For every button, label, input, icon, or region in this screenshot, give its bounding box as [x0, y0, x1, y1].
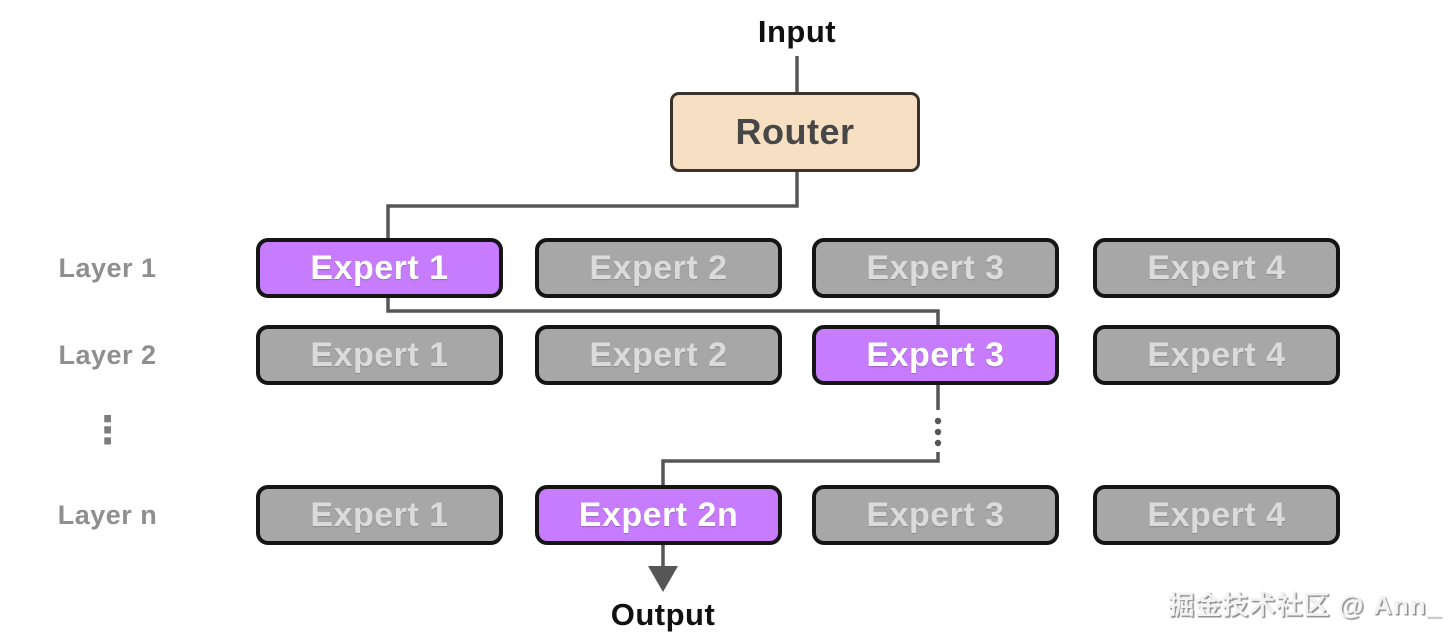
expert-label: Expert 4 — [1147, 335, 1286, 374]
layer2-expert1-box: Expert 1 — [256, 325, 503, 385]
expert-label: Expert 4 — [1147, 248, 1286, 287]
expert-label: Expert 1 — [310, 495, 449, 534]
expert-label: Expert 2 — [589, 248, 728, 287]
output-arrowhead — [648, 566, 678, 592]
output-label: Output — [610, 597, 716, 632]
layer1-expert2-box: Expert 2 — [535, 238, 782, 298]
expert-label: Expert 2n — [578, 495, 739, 534]
expert-label: Expert 3 — [866, 248, 1005, 287]
expert-label: Expert 1 — [310, 335, 449, 374]
wire-to-layern-expert2n — [661, 452, 940, 485]
layern-expert4-box: Expert 4 — [1093, 485, 1340, 545]
layer2-expert3-box: Expert 3 — [812, 325, 1059, 385]
layer1-expert1-box: Expert 1 — [256, 238, 503, 298]
layer1-expert4-box: Expert 4 — [1093, 238, 1340, 298]
expert-label: Expert 4 — [1147, 495, 1286, 534]
wire-layer1-expert1-to-layer2-expert3 — [386, 298, 940, 325]
expert-label: Expert 1 — [310, 248, 449, 287]
layer-2-label: Layer 2 — [58, 339, 157, 370]
layer2-expert2-box: Expert 2 — [535, 325, 782, 385]
expert-label: Expert 3 — [866, 335, 1005, 374]
wire-dot — [934, 417, 942, 425]
wire-router-to-layer1-expert1 — [386, 172, 799, 238]
expert-label: Expert 2 — [589, 335, 728, 374]
layer-n-label: Layer n — [57, 499, 158, 530]
watermark-text: 掘金技术社区 @ Ann_ — [1168, 590, 1442, 620]
layern-expert2n-box: Expert 2n — [535, 485, 782, 545]
layer2-expert4-box: Expert 4 — [1093, 325, 1340, 385]
expert-label: Expert 3 — [866, 495, 1005, 534]
layer1-expert3-box: Expert 3 — [812, 238, 1059, 298]
layers-ellipsis: ⋮ — [88, 410, 127, 452]
layern-expert3-box: Expert 3 — [812, 485, 1059, 545]
router-label: Router — [735, 111, 855, 152]
layern-expert1-box: Expert 1 — [256, 485, 503, 545]
input-label: Input — [757, 14, 837, 49]
wire-dot — [934, 439, 942, 447]
layer-1-label: Layer 1 — [58, 252, 157, 283]
wire-dot — [934, 428, 942, 436]
router-box: Router — [670, 92, 920, 172]
